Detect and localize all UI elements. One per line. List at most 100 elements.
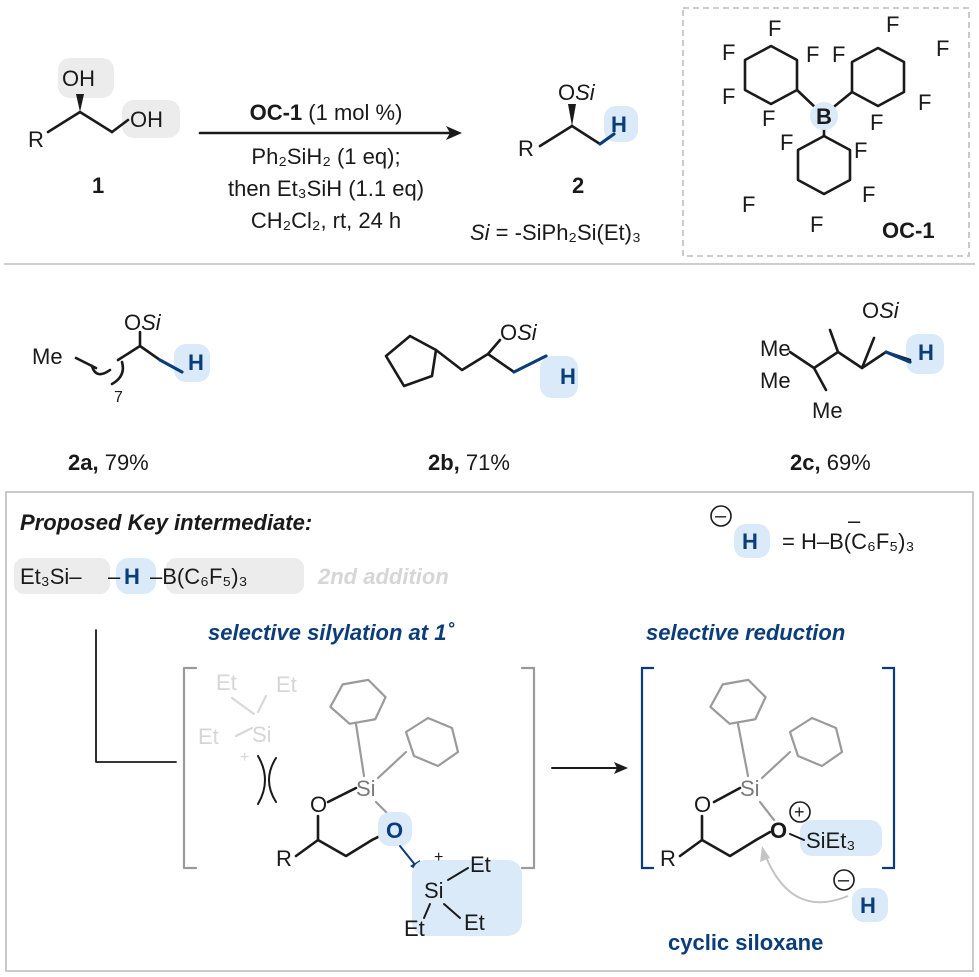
f-atom: F: [780, 130, 793, 155]
bond-si-ph: [736, 722, 750, 778]
atom-me: Me: [812, 398, 843, 423]
phenyl-ring: [709, 678, 767, 725]
atom-h: H: [918, 340, 934, 365]
f-atom: F: [806, 42, 819, 67]
bond-h: [884, 350, 912, 364]
minus-sign: –: [838, 869, 850, 891]
bond-si-o: [758, 800, 776, 822]
faint-bond: [230, 696, 256, 716]
attack-arrow: [399, 845, 417, 867]
h-highlight: [852, 888, 888, 922]
atom-me: Me: [760, 368, 791, 393]
h-highlight: [116, 558, 156, 594]
atom-me: Me: [32, 344, 63, 369]
complex-borane: –B(C₆F₅)₃: [150, 564, 248, 589]
plus-circle: [789, 801, 811, 823]
bracket-right: [520, 666, 536, 870]
mechanism-box: [5, 491, 974, 972]
bond-o: [486, 338, 502, 356]
atom-h: H: [560, 364, 576, 389]
plus-sign: +: [434, 849, 443, 866]
bond-si-ph: [760, 750, 792, 780]
mechanism-title: Proposed Key intermediate:: [20, 510, 312, 535]
bond-si-et: [443, 903, 461, 919]
bond-r: [538, 124, 574, 148]
atom-et: Et: [464, 910, 485, 935]
atom-et: Et: [404, 916, 425, 941]
c6f5-ring-bottom: [796, 134, 852, 196]
faint-et: Et: [198, 724, 219, 749]
complex-h: H: [124, 564, 140, 589]
cyclic-siloxane-label: cyclic siloxane: [668, 930, 823, 955]
reactant-1: OH OH R 1: [28, 58, 180, 198]
atom-o: O: [694, 792, 711, 817]
atom-r: R: [28, 127, 44, 152]
wedge-bond: [76, 94, 84, 112]
o-highlight: [378, 812, 412, 846]
cyclopentyl-ring: [384, 334, 438, 388]
atom-si-ring: Si: [356, 776, 376, 801]
f-atom: F: [762, 106, 775, 131]
bond-ch2-oh: [110, 118, 130, 134]
catalyst-box: B F F F F F F F F F F F F F F F OC-1: [682, 7, 970, 257]
bond-o: [860, 336, 876, 370]
atom-si-ring: Si: [740, 776, 760, 801]
arrow-head: [446, 126, 462, 140]
atom-oh-top: OH: [62, 66, 95, 91]
bond-si-ph: [376, 750, 408, 780]
yield-label-2b: 2b, 71%: [428, 450, 510, 475]
bond-o-si: [326, 786, 358, 804]
faint-si: Si: [252, 722, 272, 747]
boron-highlight: [810, 102, 838, 130]
compound-label-2: 2: [572, 173, 584, 198]
bond-me-bottom: [812, 366, 828, 392]
hydride-definition: – H = H–B(C₆F₅)₃ –: [710, 505, 914, 558]
atom-et: Et: [470, 852, 491, 877]
condition-line-4: CH₂Cl₂, rt, 24 h: [251, 208, 401, 233]
yield-label-2c: 2c, 69%: [790, 450, 871, 475]
bond-h: [598, 132, 616, 146]
f-atom: F: [722, 84, 735, 109]
atom-o-blue: O: [386, 818, 403, 843]
phenyl-ring: [788, 716, 844, 768]
silylium-highlight: [412, 860, 522, 936]
minus-circle: [833, 869, 855, 891]
h-highlight: [906, 334, 944, 374]
atom-r: R: [660, 846, 676, 871]
faint-bond: [256, 694, 268, 714]
condition-line-1: OC-1 (1 mol %): [250, 100, 403, 125]
bond-me-top: [828, 328, 840, 354]
bracket-left: [182, 666, 198, 870]
product-2a: Me 7 OSi H 2a, 79%: [32, 310, 210, 475]
plus-sign: +: [794, 802, 805, 822]
bond-si-et: [423, 903, 431, 919]
hydride-h: H: [742, 529, 758, 554]
chain: [678, 838, 758, 858]
siet3-label: SiEt₃: [806, 828, 855, 853]
atom-me: Me: [760, 336, 791, 361]
f-atom: F: [722, 40, 735, 65]
repeat-bracket-right: [110, 360, 125, 386]
bond-ch2: [570, 124, 602, 146]
atom-h-product: H: [611, 112, 627, 137]
atom-o: O: [310, 792, 327, 817]
hydride-attack-arrow: [763, 851, 849, 904]
bond-o-si: [712, 786, 742, 804]
repeat-bracket-left: [90, 364, 112, 376]
bracket-left: [640, 666, 654, 870]
faint-et: Et: [216, 670, 237, 695]
h-highlight: [734, 524, 770, 558]
condition-line-2: Ph₂SiH₂ (1 eq);: [251, 144, 400, 169]
borane-highlight: [166, 558, 304, 594]
f-atom: F: [918, 90, 931, 115]
minus-sign: –: [715, 505, 727, 527]
silylation-label: selective silylation at 1˚: [208, 620, 454, 645]
atom-osi: OSi: [500, 320, 538, 345]
h-highlight: [604, 106, 638, 142]
faint-bond: [234, 726, 254, 738]
atom-b: B: [816, 104, 832, 129]
faint-plus: +: [240, 749, 249, 766]
atom-o-oxonium: O: [770, 818, 787, 843]
compound-label-1: 1: [92, 173, 104, 198]
phenyl-ring: [404, 716, 460, 768]
